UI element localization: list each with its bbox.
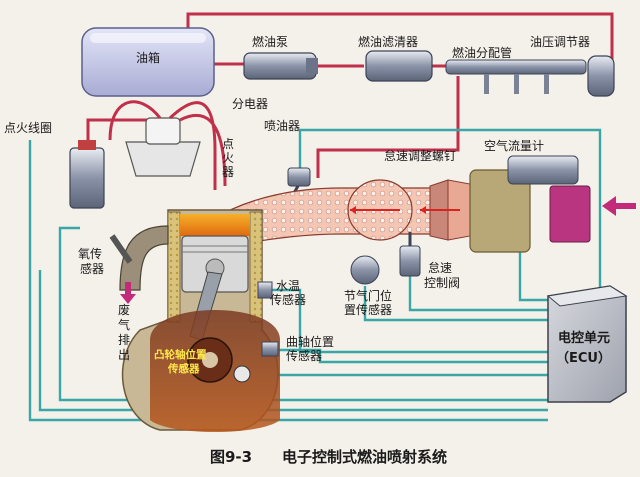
fuel-filter: 燃油滤清器 — [358, 34, 433, 82]
wire-o2b — [58, 226, 548, 402]
ecu-abbr: （ECU） — [556, 350, 611, 366]
fuel-pump-label: 燃油泵 — [252, 34, 288, 49]
svg-text:排: 排 — [118, 333, 130, 347]
exhaust-arrow — [120, 282, 136, 304]
injector-label: 喷油器 — [264, 119, 300, 133]
svg-text:传感器: 传感器 — [167, 362, 200, 375]
ecu: 电控单元 （ECU） — [546, 285, 628, 403]
svg-text:节气门位: 节气门位 — [344, 288, 392, 303]
svg-text:感器: 感器 — [80, 261, 104, 276]
wire-throttle — [363, 286, 548, 322]
air-inlet-arrow — [602, 196, 636, 216]
wire-idle-valve — [408, 275, 548, 312]
pressure-regulator-label: 油压调节器 — [530, 35, 590, 49]
fuel-lines — [186, 12, 614, 178]
throttle-position-sensor: 节气门位 置传感器 — [344, 255, 392, 317]
svg-text:出: 出 — [118, 348, 130, 362]
crank-position-sensor: 曲轴位置 传感器 — [261, 334, 334, 363]
pressure-regulator: 油压调节器 — [530, 35, 615, 97]
svg-text:水温: 水温 — [276, 279, 300, 293]
wire-injector — [298, 128, 602, 288]
coolant-temp-sensor: 水温 传感器 — [257, 279, 306, 307]
fuel-rail-label: 燃油分配管 — [452, 45, 512, 60]
ignition-leads — [108, 100, 227, 190]
figure-title: 电子控制式燃油喷射系统 — [282, 448, 447, 466]
distributor-label: 分电器 — [232, 97, 268, 111]
svg-text:曲轴位置: 曲轴位置 — [286, 334, 334, 349]
svg-text:传感器: 传感器 — [270, 292, 306, 307]
cam-position-sensor: 凸轮轴位置 传感器 — [154, 348, 251, 383]
ecu-label: 电控单元 — [558, 330, 610, 346]
injector: 喷油器 — [264, 119, 311, 201]
idle-screw-label: 怠速调整螺钉 — [384, 148, 456, 163]
fuel-pump: 燃油泵 — [243, 34, 318, 80]
fuel-return-line — [186, 12, 614, 60]
fuel-rail: 燃油分配管 — [445, 45, 587, 94]
svg-text:器: 器 — [222, 165, 234, 179]
coil-lead — [86, 118, 150, 140]
svg-text:怠速: 怠速 — [428, 261, 452, 275]
spark-plug-label: 点 火 器 — [222, 137, 234, 179]
idle-control-valve: 怠速 控制阀 — [399, 232, 460, 290]
wire-afm — [518, 240, 548, 302]
svg-text:控制阀: 控制阀 — [424, 276, 460, 290]
exhaust-manifold — [109, 225, 169, 291]
signal-wires — [28, 128, 602, 422]
svg-text:废: 废 — [118, 302, 130, 317]
wire-coil — [28, 140, 548, 422]
svg-text:气: 气 — [118, 317, 130, 332]
fuel-filter-label: 燃油滤清器 — [358, 34, 418, 49]
svg-text:火: 火 — [222, 151, 234, 165]
fuel-tank-label: 油箱 — [136, 50, 160, 65]
figure-caption: 图9-3 电子控制式燃油喷射系统 — [210, 448, 447, 466]
fuel-line-rail-injector — [316, 76, 460, 178]
svg-text:传感器: 传感器 — [286, 348, 322, 363]
svg-text:氧传: 氧传 — [78, 246, 102, 261]
intake-manifold — [211, 179, 471, 247]
distributor: 分电器 — [125, 97, 268, 177]
wire-coolant — [270, 288, 548, 354]
ignition-coil: 点火线圈 — [4, 121, 105, 209]
exhaust-label: 废 气 排 出 — [118, 302, 130, 362]
fuel-tank: 油箱 — [81, 27, 215, 97]
oxygen-sensor-label: 氧传 感器 — [78, 246, 104, 276]
svg-text:点: 点 — [222, 137, 234, 151]
svg-text:凸轮轴位置: 凸轮轴位置 — [154, 348, 207, 361]
wire-o2 — [38, 270, 548, 412]
ignition-coil-label: 点火线圈 — [4, 121, 52, 135]
figure-number: 图9-3 — [210, 448, 252, 466]
wire-crank — [270, 348, 548, 364]
svg-text:置传感器: 置传感器 — [344, 302, 392, 317]
air-flow-meter-label: 空气流量计 — [484, 138, 544, 153]
air-flow-meter: 空气流量计 — [469, 138, 591, 253]
